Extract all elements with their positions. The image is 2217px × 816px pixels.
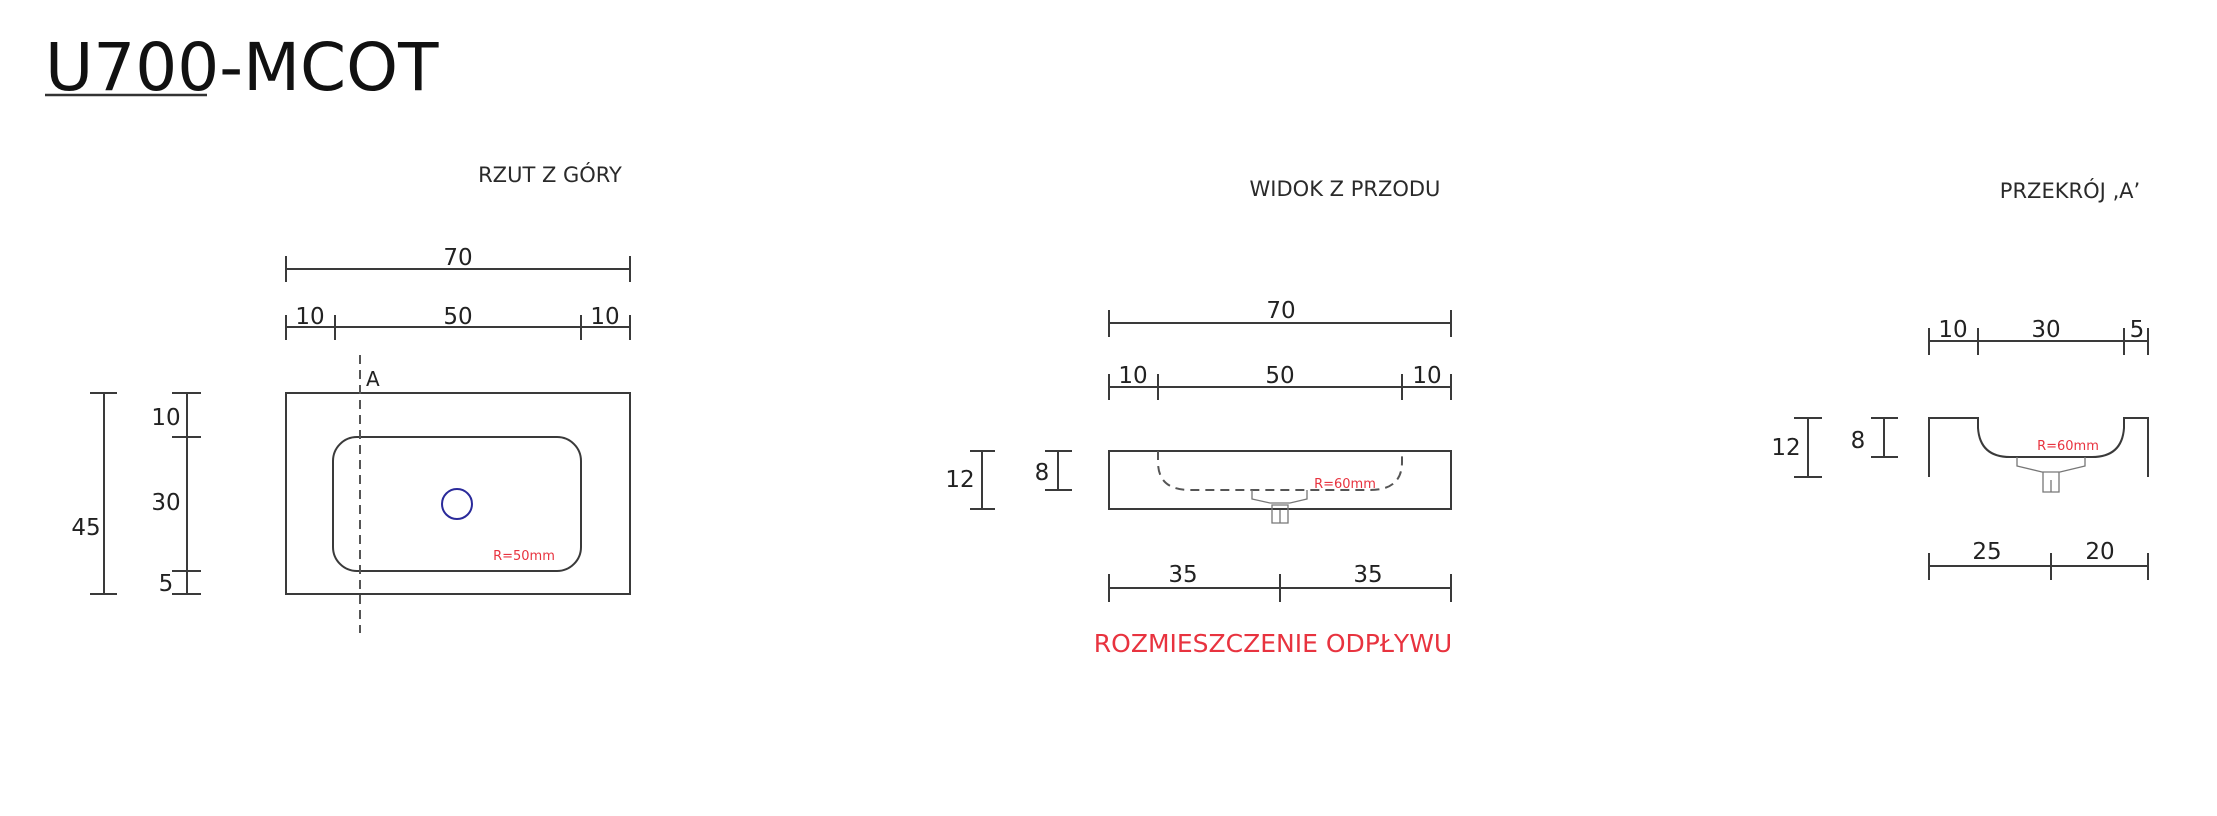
dimension-label: 10	[1938, 317, 1967, 343]
dimension-label: 10	[151, 405, 180, 431]
dimension-label: 5	[159, 571, 174, 597]
dimension-label: 10	[590, 304, 619, 330]
dimension-height: 12	[945, 450, 995, 510]
dimension-overall-depth: 45	[71, 392, 117, 595]
drain-fitting	[2016, 457, 2086, 493]
dimension-width-parts: 10 50 10	[1108, 363, 1452, 400]
dimension-label: 12	[945, 467, 974, 493]
dimension-height: 12	[1771, 417, 1822, 478]
dimension-label: 10	[1412, 363, 1441, 389]
dimension-label: 30	[151, 490, 180, 516]
radius-note: R=50mm	[493, 549, 555, 564]
top-view-heading: RZUT Z GÓRY	[478, 162, 622, 187]
dimension-label: 20	[2085, 539, 2114, 565]
radius-note: R=60mm	[2037, 439, 2099, 454]
product-title: U700-MCOT	[45, 29, 439, 106]
dimension-label: 25	[1972, 539, 2001, 565]
dimension-overall-width: 70	[285, 245, 631, 282]
dimension-label: 50	[1265, 363, 1294, 389]
section-profile	[1928, 417, 2149, 477]
dimension-basin-depth: 8	[1851, 417, 1898, 458]
drain-caption: ROZMIESZCZENIE ODPŁYWU	[1094, 629, 1452, 658]
dimension-basin-depth: 8	[1035, 450, 1072, 491]
dimension-label: 5	[2130, 317, 2145, 343]
section-marker: A	[366, 367, 380, 391]
dimension-width-parts: 10 30 5	[1928, 317, 2149, 355]
countertop-front-outline	[1108, 450, 1452, 510]
dimension-label: 12	[1771, 435, 1800, 461]
title-suffix: -MCOT	[219, 29, 439, 106]
dimension-overall-width: 70	[1108, 298, 1452, 337]
dimension-label: 8	[1851, 428, 1866, 454]
dimension-label: 8	[1035, 460, 1050, 486]
title-model: U700	[45, 29, 219, 106]
top-view: RZUT Z GÓRY 70 10 50 10 R=50mm A	[71, 162, 631, 633]
section-view-heading: PRZEKRÓJ ‚A’	[2000, 178, 2140, 203]
dimension-label: 70	[443, 245, 472, 271]
hidden-basin-outline	[1157, 451, 1403, 491]
dimension-drain-offsets: 35 35	[1108, 562, 1452, 602]
drain-icon	[441, 488, 473, 520]
dimension-label: 70	[1266, 298, 1295, 324]
drain-fitting	[1251, 490, 1308, 524]
countertop-outline	[285, 392, 631, 595]
dimension-depth-parts: 10 30 5	[151, 392, 201, 597]
dimension-label: 30	[2031, 317, 2060, 343]
front-view-heading: WIDOK Z PRZODU	[1250, 177, 1441, 201]
radius-note: R=60mm	[1314, 477, 1376, 492]
dimension-label: 10	[1118, 363, 1147, 389]
dimension-label: 50	[443, 304, 472, 330]
basin-outline	[332, 436, 582, 572]
dimension-label: 10	[295, 304, 324, 330]
front-view: WIDOK Z PRZODU 70 10 50 10 R=60mm 12	[945, 177, 1452, 658]
dimension-label: 35	[1353, 562, 1382, 588]
dimension-label: 35	[1168, 562, 1197, 588]
dimension-label: 45	[71, 515, 100, 541]
section-view: PRZEKRÓJ ‚A’ 10 30 5 R=60mm 12 8	[1771, 178, 2149, 580]
dimension-width-parts: 10 50 10	[285, 304, 631, 340]
dimension-drain-offsets: 25 20	[1928, 539, 2149, 580]
